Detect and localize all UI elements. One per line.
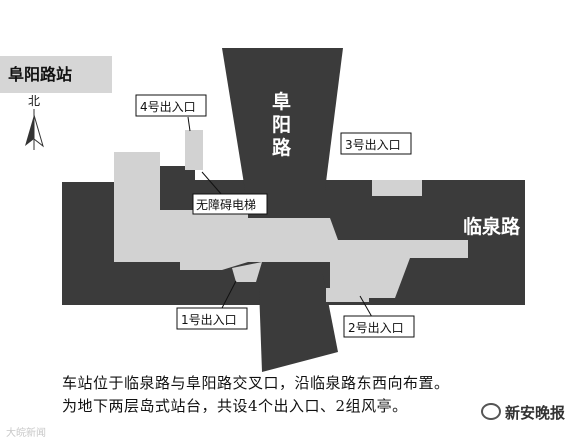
newspaper-brand: 新安晚报 — [480, 402, 565, 423]
caption-line-1: 车站位于临泉路与阜阳路交叉口，沿临泉路东西向布置。 — [62, 374, 450, 392]
wechat-icon — [480, 403, 501, 420]
exit2-label-box: 2号出入口 — [343, 315, 415, 338]
exit1-label: 1号出入口 — [181, 313, 237, 327]
fuyang-road-label: 阜 阳 路 — [272, 90, 298, 159]
exit4-label-box: 4号出入口 — [135, 94, 207, 117]
elevator-label-box: 无障碍电梯 — [192, 193, 268, 215]
station-title-panel — [0, 56, 112, 93]
exit4-label: 4号出入口 — [140, 100, 196, 114]
station-title: 阜阳路站 — [8, 65, 72, 84]
brand-name: 新安晚报 — [504, 404, 565, 422]
station-concourse — [114, 130, 468, 302]
exit1-label-box: 1号出入口 — [176, 307, 248, 330]
fuyang-road-south — [258, 260, 338, 372]
caption-line-2: 为地下两层岛式站台，共设4个出入口、2组风亭。 — [62, 397, 408, 415]
watermark: 大皖新闻 — [6, 428, 46, 439]
north-arrow-icon — [25, 109, 44, 150]
compass-label: 北 — [28, 94, 40, 108]
leader-lines — [187, 116, 373, 318]
exit2-label: 2号出入口 — [348, 321, 404, 335]
linquan-road-label: 临泉路 — [463, 215, 521, 238]
exit3-label-box: 3号出入口 — [340, 132, 412, 155]
fuyang-road-north — [222, 48, 343, 190]
elevator-label: 无障碍电梯 — [196, 197, 256, 212]
exit3-label: 3号出入口 — [345, 138, 401, 152]
